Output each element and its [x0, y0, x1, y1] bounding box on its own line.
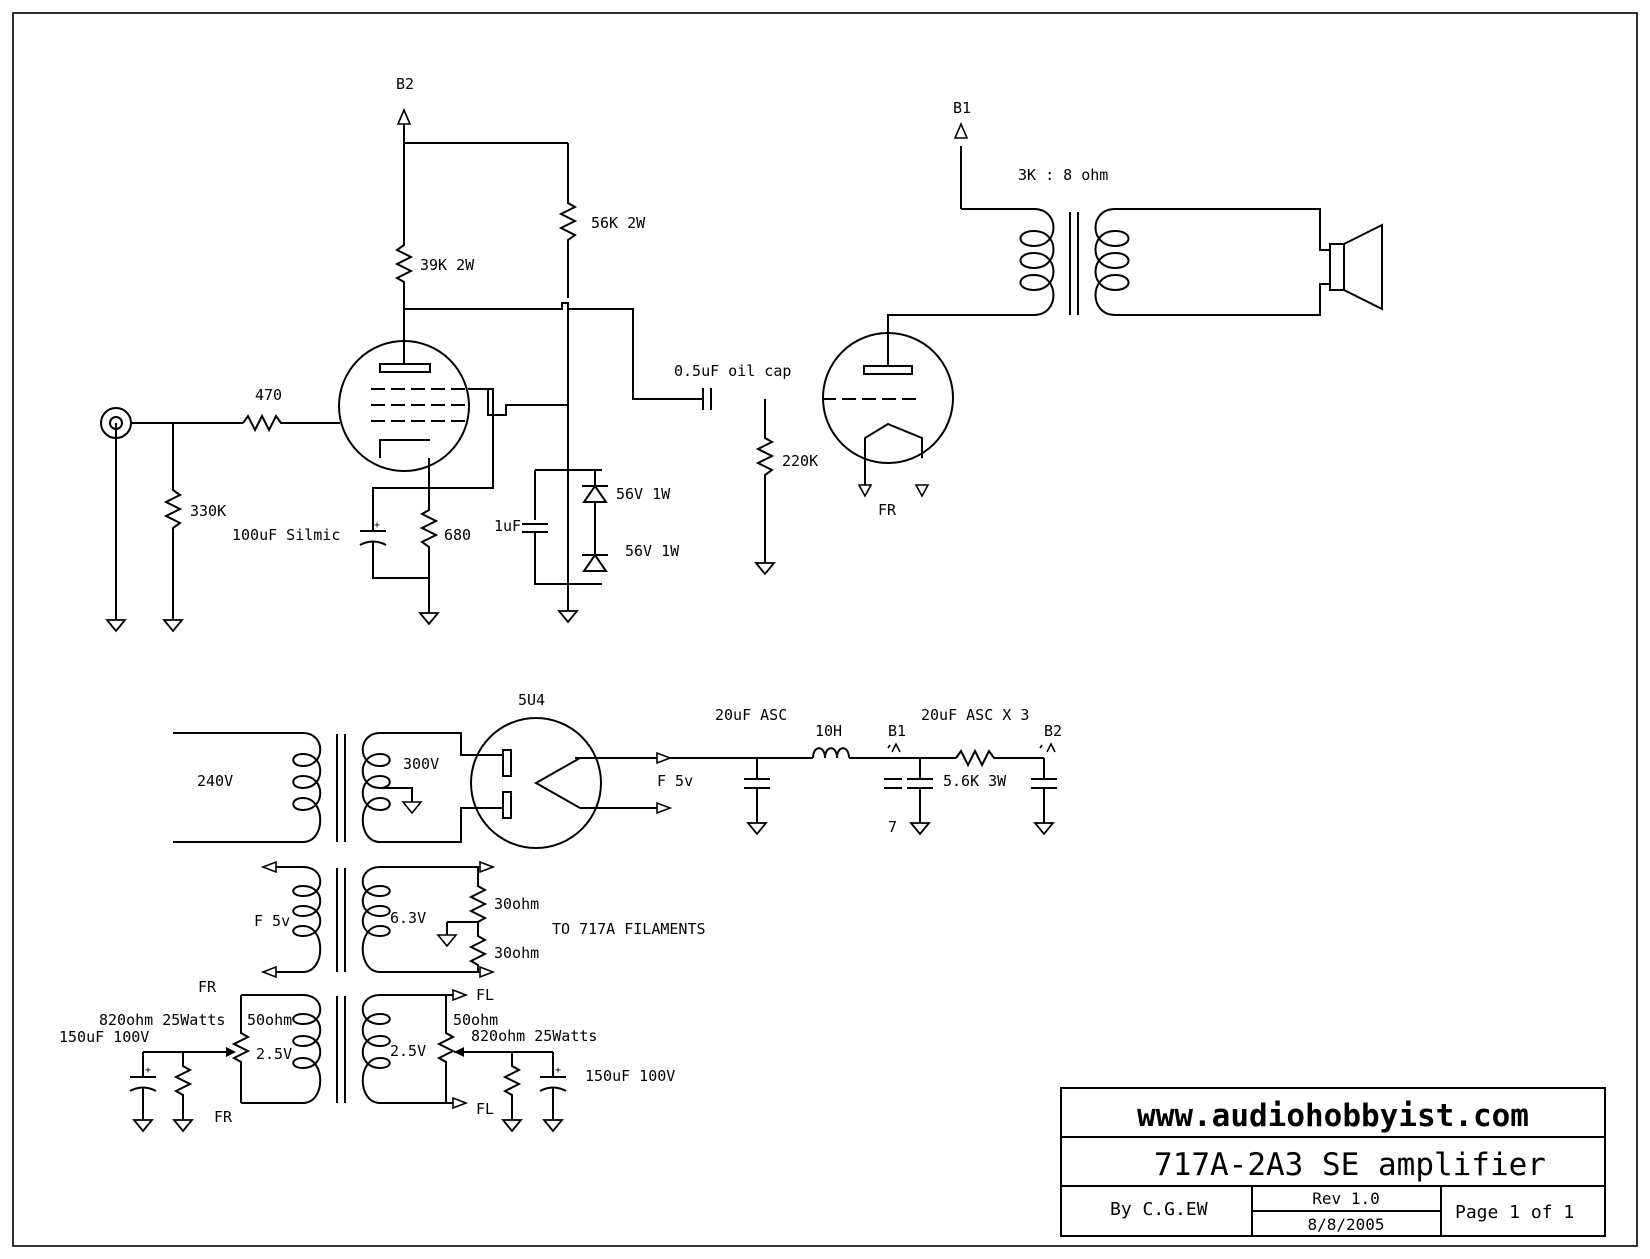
label-240v: 240V	[197, 772, 233, 790]
label-b2-top: B2	[396, 75, 414, 93]
output-transformer	[954, 123, 1330, 316]
title-block-author: By C.G.EW	[1110, 1199, 1208, 1220]
label-fr-bot: FR	[214, 1108, 233, 1126]
capacitor-150uf-left: +	[129, 1052, 157, 1132]
label-ot-ratio: 3K : 8 ohm	[1018, 166, 1108, 184]
label-fl-bot: FL	[476, 1100, 494, 1118]
label-5u4: 5U4	[518, 691, 545, 709]
title-block: www.audiohobbyist.com 717A-2A3 SE amplif…	[1060, 1087, 1606, 1237]
tube-2a3	[822, 314, 1034, 498]
label-b2-ps: B2	[1044, 722, 1062, 740]
capacitor-100uf: +	[359, 487, 429, 579]
label-300v: 300V	[403, 755, 439, 773]
label-b1-top: B1	[953, 99, 971, 117]
tube-717a	[338, 334, 470, 472]
title-block-url: www.audiohobbyist.com	[1137, 1098, 1529, 1134]
power-transformer	[173, 732, 503, 843]
b2-node-mark	[1039, 742, 1056, 753]
resistor-56k	[558, 143, 578, 298]
filament-transformer-1	[262, 861, 494, 978]
svg-text:+: +	[555, 1065, 561, 1076]
b1-node-mark	[887, 742, 901, 753]
label-330k: 330K	[190, 502, 226, 520]
title-block-title: 717A-2A3 SE amplifier	[1154, 1147, 1546, 1183]
label-150-right: 150uF 100V	[585, 1067, 675, 1085]
label-f5v-fil: F 5v	[254, 912, 290, 930]
title-block-date: 8/8/2005	[1307, 1215, 1384, 1234]
label-470: 470	[255, 386, 282, 404]
pot-50ohm-right	[436, 995, 553, 1103]
label-30ohm-b: 30ohm	[494, 944, 539, 962]
label-56k: 56K 2W	[591, 214, 646, 232]
label-zener-1: 56V 1W	[616, 485, 671, 503]
resistor-330k	[163, 423, 183, 632]
capacitor-b1	[907, 758, 933, 835]
label-820-left: 820ohm 25Watts	[99, 1011, 225, 1029]
input-jack	[100, 407, 132, 632]
pot-50ohm-left	[143, 995, 251, 1103]
resistor-820ohm-right	[502, 1052, 522, 1132]
label-680: 680	[444, 526, 471, 544]
svg-text:+: +	[145, 1065, 151, 1076]
capacitor-oil	[688, 388, 712, 410]
label-150-left: 150uF 100V	[59, 1028, 149, 1046]
filament-transformer-2	[241, 989, 467, 1109]
label-220k: 220K	[782, 452, 818, 470]
label-fr-2a3: FR	[878, 501, 897, 519]
label-50ohm-left: 50ohm	[247, 1011, 292, 1029]
label-to-717a: TO 717A FILAMENTS	[552, 920, 706, 938]
capacitor-1uf	[522, 523, 548, 533]
label-30ohm-a: 30ohm	[494, 895, 539, 913]
resistor-30ohm-b	[468, 922, 488, 972]
speaker-icon	[1329, 223, 1383, 311]
label-f5v-rect: F 5v	[657, 772, 693, 790]
resistor-820ohm-left	[173, 1052, 193, 1132]
label-10h: 10H	[815, 722, 842, 740]
resistor-39k	[394, 143, 414, 334]
capacitor-20uf-asc	[744, 758, 770, 835]
drawing-border	[12, 12, 1638, 1247]
resistor-470	[242, 413, 340, 433]
label-stray-mark: 7	[888, 818, 897, 836]
choke-10h	[812, 747, 956, 759]
label-5k6: 5.6K 3W	[943, 772, 1007, 790]
capacitor-150uf-right: +	[539, 1052, 567, 1132]
label-20uf-x3: 20uF ASC X 3	[921, 706, 1029, 724]
title-block-page: Page 1 of 1	[1455, 1202, 1574, 1223]
label-39k: 39K 2W	[420, 256, 475, 274]
capacitor-b2	[1031, 758, 1057, 835]
label-2v5-right: 2.5V	[390, 1042, 426, 1060]
label-820-right: 820ohm 25Watts	[471, 1027, 597, 1045]
title-block-rev: Rev 1.0	[1312, 1189, 1379, 1208]
label-b1-ps: B1	[888, 722, 906, 740]
label-1uf: 1uF	[494, 517, 521, 535]
resistor-5k6	[955, 748, 1044, 768]
zener-2	[582, 541, 608, 572]
label-100uf: 100uF Silmic	[232, 526, 340, 544]
resistor-30ohm-a	[468, 867, 488, 923]
label-oil-cap: 0.5uF oil cap	[674, 362, 791, 380]
label-20uf-asc: 20uF ASC	[715, 706, 787, 724]
zener-1	[582, 470, 608, 541]
svg-text:+: +	[374, 520, 380, 531]
capacitor-stray	[884, 778, 902, 789]
label-fr-top: FR	[198, 978, 217, 996]
tube-5u4	[470, 717, 657, 849]
label-fl-top: FL	[476, 986, 494, 1004]
label-6v3: 6.3V	[390, 909, 426, 927]
resistor-220k	[755, 399, 775, 575]
label-50ohm-right: 50ohm	[453, 1011, 498, 1029]
label-zener-2: 56V 1W	[625, 542, 680, 560]
label-2v5-left: 2.5V	[256, 1045, 292, 1063]
